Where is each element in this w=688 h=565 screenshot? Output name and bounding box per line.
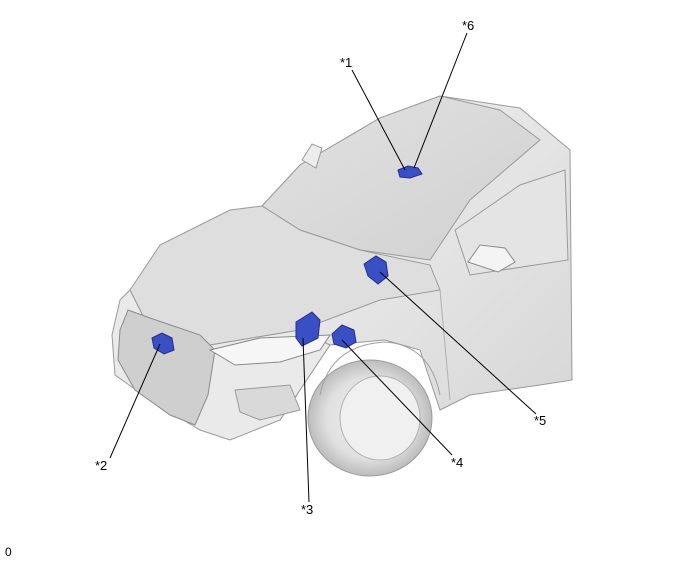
- component-3-engine-bay-module: [295, 311, 321, 347]
- leader-lines: [109, 32, 537, 503]
- callout-label-5: *5: [534, 413, 547, 428]
- leader-line-1: [351, 69, 406, 171]
- front-wheel: [307, 341, 441, 477]
- callout-label-3: *3: [301, 502, 314, 517]
- callout-label-4: *4: [451, 455, 464, 470]
- component-4-engine-bay-relay: [331, 324, 357, 349]
- leader-line-5: [379, 271, 537, 415]
- car-body: [111, 95, 573, 441]
- callout-label-2: *2: [95, 458, 108, 473]
- figure-code: 0: [5, 545, 12, 559]
- leader-line-2: [109, 343, 161, 459]
- callout-label-1: *1: [340, 55, 353, 70]
- callout-label-6: *6: [462, 18, 475, 33]
- leader-line-3: [302, 337, 310, 503]
- leader-line-4: [341, 339, 453, 456]
- leader-line-6: [413, 32, 468, 169]
- component-5-cowl-module: [363, 255, 389, 285]
